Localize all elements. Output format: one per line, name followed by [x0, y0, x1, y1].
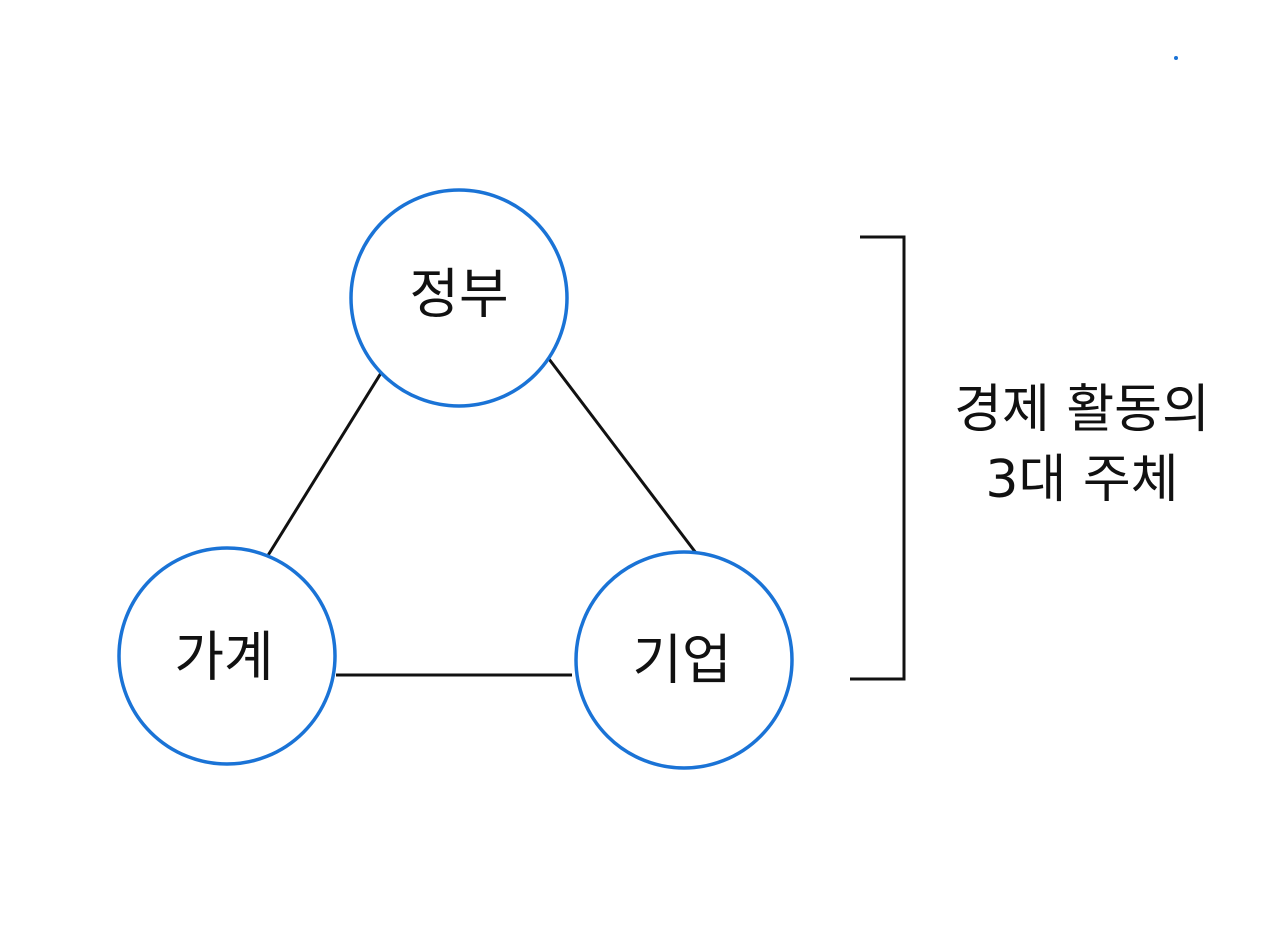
- node-firm-circle: [574, 550, 794, 770]
- caption-line-2: 3대 주체: [985, 450, 1178, 510]
- caption-line-1: 경제 활동의: [954, 380, 1210, 440]
- node-household-circle: [117, 546, 337, 766]
- node-firm-label: 기업: [632, 629, 731, 692]
- node-firm: 기업: [574, 550, 794, 770]
- node-household-label: 가계: [174, 626, 273, 689]
- connector-government-firm: [547, 358, 698, 554]
- connector-government-household: [265, 372, 383, 558]
- node-government-circle: [349, 188, 569, 408]
- caption: 경제 활동의 3대 주체: [954, 380, 1210, 510]
- grouping-bracket: [850, 235, 906, 681]
- corner-dot: [1174, 56, 1178, 60]
- node-household: 가계: [117, 546, 337, 766]
- node-government-label: 정부: [409, 263, 508, 326]
- node-government: 정부: [349, 188, 569, 408]
